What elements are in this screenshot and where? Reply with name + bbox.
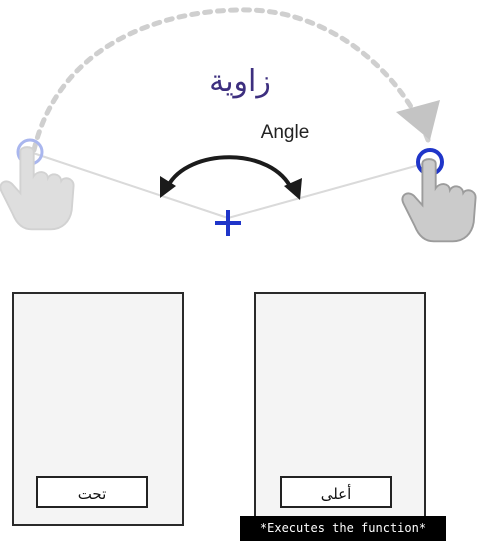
angle-arrowhead-left bbox=[160, 176, 176, 198]
executes-function-note: *Executes the function* bbox=[240, 516, 446, 541]
angle-arrowhead-right bbox=[284, 178, 302, 200]
diagram-title: زاوية bbox=[209, 64, 271, 99]
angle-label: Angle bbox=[260, 122, 310, 143]
panel-down: تحت bbox=[12, 292, 184, 526]
panel-up: أعلى bbox=[254, 292, 426, 526]
hand-pointer-icon bbox=[0, 146, 75, 231]
dashed-arc bbox=[31, 7, 431, 153]
left-guide-line bbox=[29, 151, 229, 219]
angle-arc bbox=[166, 155, 294, 191]
right-guide-line bbox=[227, 161, 431, 219]
panel-up-label: أعلى bbox=[280, 476, 392, 508]
panel-down-label: تحت bbox=[36, 476, 148, 508]
arc-arrowhead bbox=[396, 100, 440, 140]
plus-icon bbox=[215, 210, 241, 236]
